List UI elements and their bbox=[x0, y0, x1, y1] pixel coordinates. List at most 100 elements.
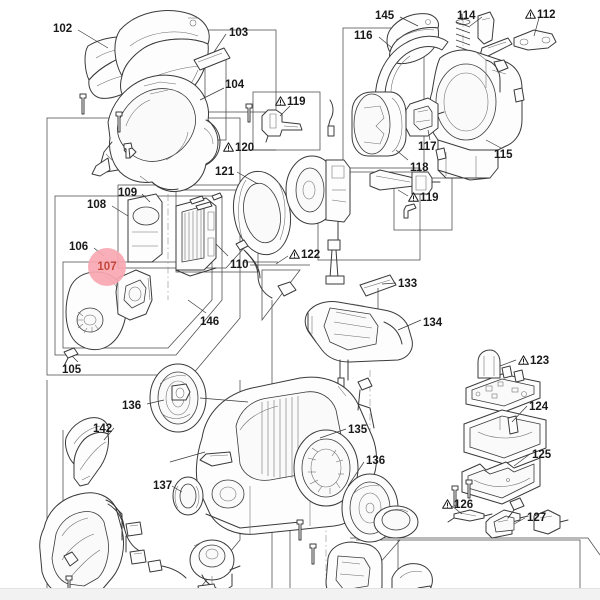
part-label-123-warning[interactable]: 123 bbox=[518, 355, 550, 368]
part-label-114[interactable]: 114 bbox=[457, 10, 476, 23]
part-109-shape bbox=[127, 193, 163, 263]
part-label-127[interactable]: 127 bbox=[527, 512, 547, 525]
part-label-116[interactable]: 116 bbox=[354, 30, 373, 43]
part-104-shape bbox=[91, 74, 221, 193]
part-label-112-warning[interactable]: 112 bbox=[525, 9, 556, 22]
part-117-shape bbox=[399, 97, 445, 137]
part-label-117[interactable]: 117 bbox=[418, 141, 437, 154]
part-label-text: 134 bbox=[423, 317, 443, 329]
part-label-122-warning[interactable]: 122 bbox=[289, 249, 320, 262]
part-label-106[interactable]: 106 bbox=[69, 241, 89, 254]
part-label-text: 112 bbox=[537, 9, 556, 21]
part-label-102[interactable]: 102 bbox=[53, 23, 73, 36]
part-label-text: 106 bbox=[69, 241, 89, 253]
part-label-121[interactable]: 121 bbox=[215, 166, 235, 179]
part-label-110[interactable]: 110 bbox=[230, 259, 249, 272]
part-label-text: 127 bbox=[527, 512, 547, 524]
part-label-145[interactable]: 145 bbox=[375, 10, 395, 23]
part-134-shape bbox=[304, 301, 413, 391]
part-label-105[interactable]: 105 bbox=[62, 364, 82, 377]
part-label-text: 145 bbox=[375, 10, 395, 22]
part-121-shape bbox=[232, 170, 292, 256]
warning-triangle-icon bbox=[525, 9, 536, 19]
part-label-137[interactable]: 137 bbox=[153, 480, 173, 493]
part-107-shape bbox=[115, 269, 153, 321]
part-label-text: 117 bbox=[418, 141, 437, 153]
bottom-fasteners bbox=[65, 479, 473, 597]
part-122-shape bbox=[235, 239, 345, 299]
part-label-119-warning[interactable]: 119 bbox=[408, 192, 439, 205]
part-label-text: 119 bbox=[287, 96, 306, 108]
highlighted-part-107[interactable]: 107 bbox=[88, 248, 126, 286]
warning-triangle-icon bbox=[442, 499, 453, 509]
part-label-text: 136 bbox=[366, 455, 386, 467]
part-119-lower-shape bbox=[369, 169, 441, 219]
part-123-shape bbox=[465, 349, 541, 413]
part-label-text: 116 bbox=[354, 30, 373, 42]
part-136a-shape bbox=[149, 363, 207, 433]
part-label-134[interactable]: 134 bbox=[423, 317, 443, 330]
part-lower-left-shell bbox=[39, 492, 125, 599]
part-120-shape bbox=[285, 155, 351, 241]
part-135-shape bbox=[195, 376, 377, 535]
warning-triangle-icon bbox=[289, 249, 300, 259]
part-label-103[interactable]: 103 bbox=[229, 27, 249, 40]
part-label-text: 105 bbox=[62, 364, 82, 376]
part-label-125[interactable]: 125 bbox=[532, 449, 552, 462]
part-113-lever-shape bbox=[477, 11, 495, 45]
part-label-text: 118 bbox=[410, 162, 429, 174]
part-label-118[interactable]: 118 bbox=[410, 162, 429, 175]
part-label-120-warning[interactable]: 120 bbox=[223, 142, 254, 155]
fasteners-110 bbox=[189, 192, 223, 211]
part-label-104[interactable]: 104 bbox=[225, 79, 245, 92]
part-label-text: 136 bbox=[122, 400, 142, 412]
part-label-text: 119 bbox=[420, 192, 439, 204]
part-label-119-warning[interactable]: 119 bbox=[275, 96, 306, 109]
part-label-124[interactable]: 124 bbox=[529, 401, 549, 414]
part-label-108[interactable]: 108 bbox=[87, 199, 107, 212]
part-label-136[interactable]: 136 bbox=[122, 400, 142, 413]
part-label-text: 146 bbox=[200, 316, 220, 328]
part-label-142[interactable]: 142 bbox=[93, 423, 113, 436]
part-label-133[interactable]: 133 bbox=[398, 278, 418, 291]
part-label-109[interactable]: 109 bbox=[118, 187, 138, 200]
part-125-shape bbox=[461, 457, 541, 505]
part-label-text: 142 bbox=[93, 423, 113, 435]
part-label-text: 108 bbox=[87, 199, 107, 211]
part-133-shape bbox=[359, 274, 397, 318]
warning-triangle-icon bbox=[518, 355, 529, 365]
part-label-135[interactable]: 135 bbox=[348, 424, 367, 437]
warning-triangle-icon bbox=[408, 192, 419, 202]
part-label-146[interactable]: 146 bbox=[200, 316, 220, 329]
fasteners-104 bbox=[79, 93, 133, 159]
part-label-text: 133 bbox=[398, 278, 418, 290]
part-label-136[interactable]: 136 bbox=[366, 455, 386, 468]
part-label-text: 137 bbox=[153, 480, 173, 492]
part-118-shape bbox=[351, 91, 407, 157]
bottom-edge-strip bbox=[0, 588, 600, 600]
part-label-115[interactable]: 115 bbox=[494, 149, 513, 162]
part-119-upper-shape bbox=[245, 99, 335, 143]
highlighted-part-number: 107 bbox=[97, 261, 117, 273]
part-label-text: 121 bbox=[215, 166, 235, 178]
part-124-shape bbox=[463, 409, 547, 465]
part-label-text: 104 bbox=[225, 79, 245, 91]
part-label-text: 102 bbox=[53, 23, 73, 35]
part-label-text: 123 bbox=[530, 355, 550, 367]
part-label-text: 110 bbox=[230, 259, 249, 271]
part-label-text: 125 bbox=[532, 449, 552, 461]
part-115-shape bbox=[428, 49, 525, 181]
part-137-shape bbox=[172, 476, 204, 516]
part-label-text: 126 bbox=[454, 499, 474, 511]
part-label-126-warning[interactable]: 126 bbox=[442, 499, 474, 512]
part-label-text: 109 bbox=[118, 187, 138, 199]
part-110-shape bbox=[175, 197, 217, 277]
warning-triangle-icon bbox=[275, 96, 286, 106]
part-label-text: 114 bbox=[457, 10, 476, 22]
part-112-shape bbox=[465, 29, 557, 69]
part-label-text: 124 bbox=[529, 401, 549, 413]
part-106-shape bbox=[63, 271, 131, 367]
part-label-text: 115 bbox=[494, 149, 513, 161]
part-label-text: 103 bbox=[229, 27, 249, 39]
